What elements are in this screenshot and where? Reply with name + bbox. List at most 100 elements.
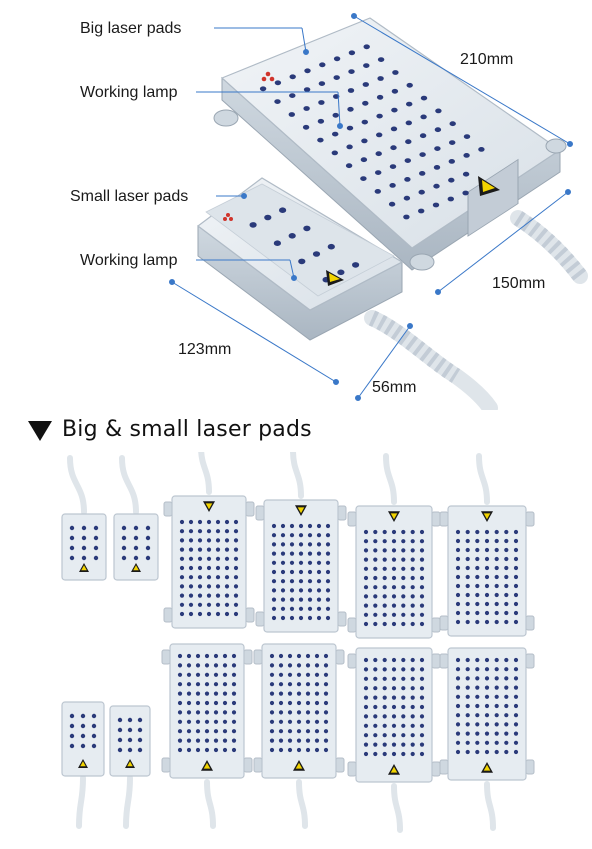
hole xyxy=(224,602,230,607)
hole xyxy=(278,663,284,668)
hole xyxy=(186,747,192,753)
hole xyxy=(296,691,302,696)
hole xyxy=(69,525,75,531)
hole xyxy=(204,653,210,659)
hole xyxy=(314,747,320,753)
hole xyxy=(455,610,461,616)
hole xyxy=(271,551,277,556)
hole xyxy=(269,719,275,724)
hole xyxy=(81,525,87,531)
hole xyxy=(269,729,275,734)
hole xyxy=(305,691,311,696)
hole xyxy=(233,611,239,617)
hole xyxy=(287,747,293,753)
label-small-laser-pads: Small laser pads xyxy=(70,188,188,205)
hole xyxy=(388,201,396,207)
hole xyxy=(222,672,228,677)
hole xyxy=(224,584,230,589)
hole xyxy=(298,551,304,556)
hole xyxy=(401,594,406,599)
hole xyxy=(475,556,480,562)
hole xyxy=(278,747,284,753)
hole xyxy=(93,535,99,541)
hole xyxy=(206,575,212,580)
hole xyxy=(307,533,313,538)
hole xyxy=(323,738,329,743)
hole xyxy=(484,556,490,562)
hole xyxy=(410,714,415,719)
hole xyxy=(233,556,239,561)
hole xyxy=(137,727,143,733)
hole xyxy=(352,262,360,268)
hole xyxy=(363,695,369,700)
annotation-leaders xyxy=(169,13,573,401)
hole xyxy=(494,547,499,553)
hole xyxy=(296,747,302,753)
hole xyxy=(316,588,322,593)
hole xyxy=(401,733,406,738)
hole xyxy=(410,612,415,617)
hole xyxy=(280,523,286,529)
hole xyxy=(419,529,425,535)
hole xyxy=(475,592,480,598)
hole xyxy=(188,602,194,607)
hole xyxy=(363,603,369,608)
hole xyxy=(484,592,490,598)
hole xyxy=(233,593,239,598)
hole xyxy=(278,691,284,696)
hole xyxy=(455,685,461,690)
hole xyxy=(222,682,228,687)
hole xyxy=(213,738,219,743)
hole xyxy=(391,529,397,535)
hole xyxy=(513,601,519,607)
hole xyxy=(410,557,415,562)
hole xyxy=(419,548,425,553)
hole xyxy=(465,713,470,718)
hole xyxy=(314,663,320,668)
hole xyxy=(484,731,490,736)
hole xyxy=(475,667,480,672)
hole xyxy=(287,653,293,659)
hole xyxy=(186,700,192,706)
hole xyxy=(269,682,275,687)
hole xyxy=(186,663,192,668)
hole xyxy=(401,657,406,663)
hole xyxy=(177,710,183,715)
hole xyxy=(504,749,509,755)
hole xyxy=(465,601,470,607)
hole xyxy=(374,189,381,194)
hole xyxy=(259,86,267,92)
hole xyxy=(410,695,415,700)
hole xyxy=(455,529,461,535)
hole xyxy=(494,592,499,598)
hole xyxy=(188,529,194,534)
hole xyxy=(231,653,237,659)
hole xyxy=(197,584,203,589)
hole xyxy=(465,574,470,580)
hole xyxy=(455,538,461,544)
hole xyxy=(391,88,399,94)
hole xyxy=(484,529,490,535)
hole xyxy=(420,114,427,120)
hole xyxy=(233,602,239,607)
hole xyxy=(333,75,340,80)
hole xyxy=(117,747,123,753)
hole xyxy=(69,733,75,739)
hole xyxy=(504,592,509,598)
hole xyxy=(363,723,369,728)
hole xyxy=(137,747,143,753)
hole xyxy=(271,569,277,575)
hole xyxy=(363,751,369,757)
pad-cable xyxy=(296,779,308,829)
hole xyxy=(188,584,194,589)
hole xyxy=(323,719,329,724)
hole xyxy=(289,533,295,538)
hole xyxy=(188,538,194,543)
hole xyxy=(513,749,519,755)
hole xyxy=(127,717,133,723)
hole xyxy=(484,694,490,699)
section-heading: Big & small laser pads xyxy=(62,417,312,442)
hole xyxy=(222,691,228,696)
hole xyxy=(419,557,425,562)
hole xyxy=(382,751,387,757)
